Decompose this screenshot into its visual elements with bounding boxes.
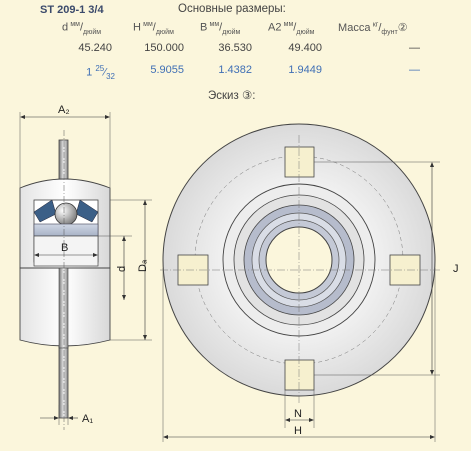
main-dimensions-header: Основные размеры: — [178, 3, 286, 15]
bolt-slot-top — [284, 146, 315, 178]
col-header-mass: Масса кг/фунт② — [338, 21, 408, 37]
value-b-inch: 1.4382 — [218, 64, 252, 76]
label-n: N — [294, 408, 302, 420]
value-a2-mm: 49.400 — [288, 42, 322, 54]
col-header-h: H мм/дюйм — [133, 21, 174, 36]
front-view: J N H — [160, 123, 459, 442]
value-mass-lb: — — [409, 64, 420, 76]
value-d-inch: 1 25⁄32 — [86, 64, 115, 81]
value-a2-inch: 1.9449 — [288, 64, 322, 76]
col-header-d: d мм/дюйм — [62, 21, 102, 36]
label-h: H — [294, 425, 302, 437]
bolt-slot-bottom — [284, 359, 315, 391]
ball — [54, 202, 78, 226]
sketch-header: Эскиз ③: — [208, 90, 256, 102]
col-header-a2: A2 мм/дюйм — [268, 21, 315, 36]
inner-ring — [33, 223, 99, 237]
value-b-mm: 36.530 — [218, 42, 252, 54]
label-a1: A₁ — [82, 413, 93, 425]
label-d: d — [116, 266, 128, 272]
value-mass-kg: — — [409, 42, 420, 54]
value-h-mm: 150.000 — [144, 42, 184, 54]
label-j: J — [453, 263, 459, 275]
value-d-mm: 45.240 — [78, 42, 112, 54]
label-a2: A₂ — [58, 104, 70, 116]
col-header-b: B мм/дюйм — [200, 21, 241, 36]
label-da: Dₐ — [137, 259, 149, 272]
label-b: B — [61, 242, 68, 254]
value-h-inch: 5.9055 — [150, 64, 184, 76]
side-view: A₂ B d Dₐ A₁ — [19, 104, 152, 430]
product-title: ST 209-1 3/4 — [40, 4, 104, 16]
bore — [33, 235, 99, 267]
